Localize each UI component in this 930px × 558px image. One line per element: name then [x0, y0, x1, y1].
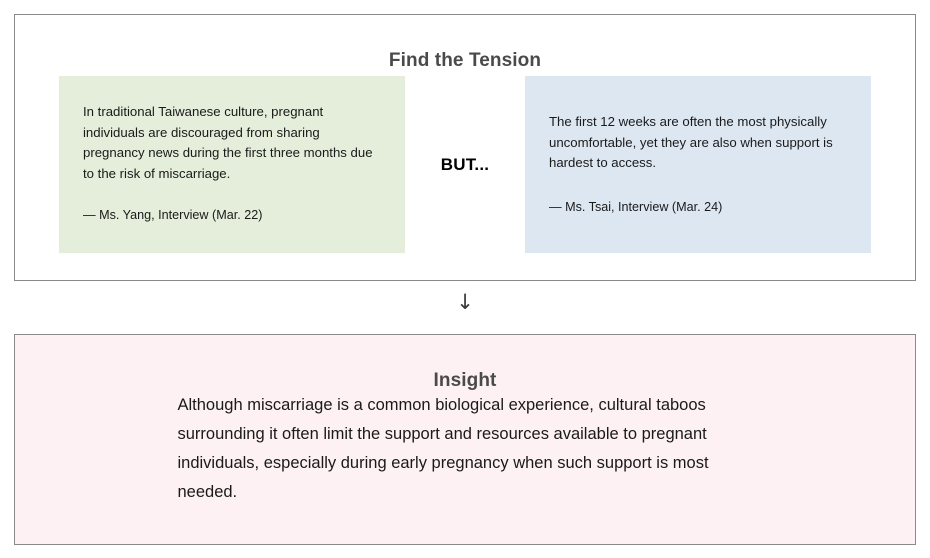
page-title: Find the Tension: [388, 49, 542, 71]
find-the-tension-panel: Find the Tension In traditional Taiwanes…: [14, 14, 916, 281]
insight-panel: Insight Although miscarriage is a common…: [14, 334, 916, 545]
quote-text-right: The first 12 weeks are often the most ph…: [549, 114, 833, 170]
quote-text-left: In traditional Taiwanese culture, pregna…: [83, 104, 373, 181]
but-connector-label: BUT...: [440, 154, 490, 174]
down-arrow-icon: ↓: [456, 290, 474, 314]
quote-attribution-right: — Ms. Tsai, Interview (Mar. 24): [549, 199, 723, 214]
insight-text: Although miscarriage is a common biologi…: [177, 396, 709, 501]
insight-title: Insight: [433, 369, 497, 391]
quote-attribution-left: — Ms. Yang, Interview (Mar. 22): [83, 208, 263, 222]
insight-body: Although miscarriage is a common biologi…: [15, 391, 915, 507]
quote-card-right: The first 12 weeks are often the most ph…: [525, 76, 871, 253]
quote-card-left: In traditional Taiwanese culture, pregna…: [59, 76, 405, 253]
